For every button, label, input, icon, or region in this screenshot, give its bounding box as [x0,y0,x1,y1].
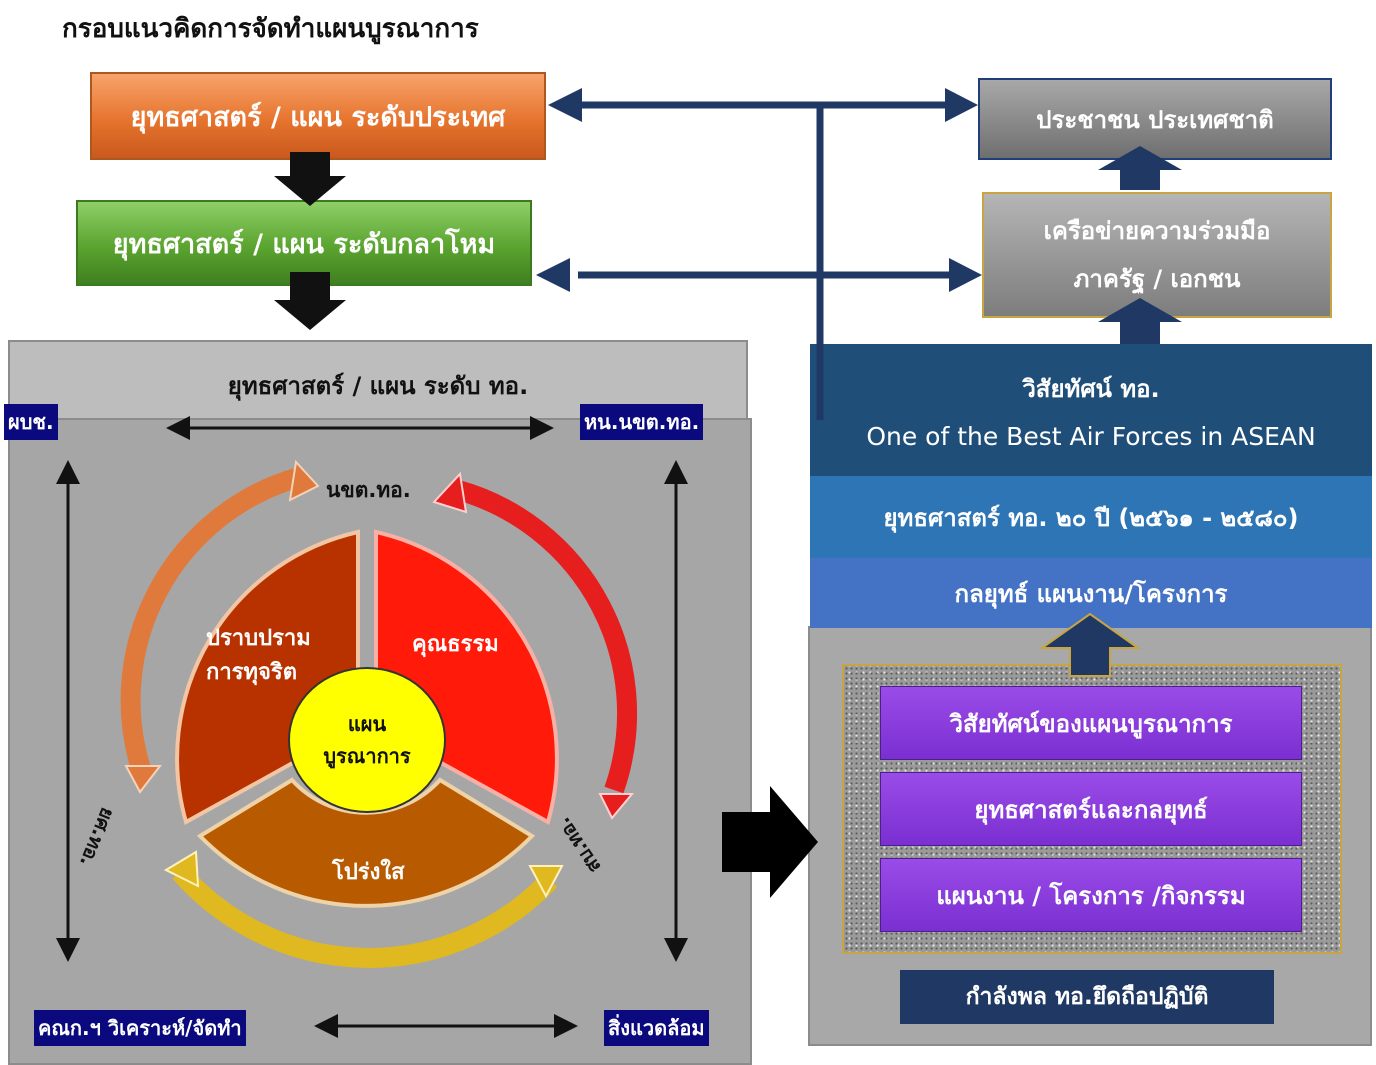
arrow-left-defense [536,258,570,292]
cycle-arrow-left [120,468,299,776]
down-arrow-2 [274,272,346,330]
cycle-arrow-right [455,480,638,794]
integration-strategy-box: ยุทธศาสตร์และกลยุทธ์ [880,772,1302,846]
down-arrow-1 [274,152,346,206]
vision-box: วิสัยทัศน์ ทอ. One of the Best Air Force… [810,344,1372,476]
cycle-top-label: นขต.ทอ. [326,478,411,502]
segment-bottom-transparency [196,777,536,908]
right-block-arrow [722,786,818,898]
center-label: แผน บูรณาการ [289,708,445,772]
integration-vision-box: วิสัยทัศน์ของแผนบูรณาการ [880,686,1302,760]
label-commander: ผบช. [4,404,58,440]
label-unit-heads: หน.นขต.ทอ. [580,404,704,440]
connector-lines [578,101,955,420]
segment-left-line-2: การทุจริต [206,660,297,685]
center-integration-ellipse [288,667,446,813]
segment-left-line-1: ปราบปราม [206,626,311,651]
up-arrow-integration [1038,612,1142,677]
label-environment: สิ่งแวดล้อม [604,1010,709,1046]
network-line-2: ภาครัฐ / เอกชน [1073,265,1241,293]
vision-statement: One of the Best Air Forces in ASEAN [866,422,1316,451]
label-committee: คณก.ฯ วิเคราะห์/จัดทำ [34,1010,246,1046]
integration-projects-box: แผนงาน / โครงการ /กิจกรรม [880,858,1302,932]
air-force-strategy-box: ยุทธศาสตร์ ทอ. ๒๐ ปี (๒๕๖๑ - ๒๕๘๐) [810,476,1372,558]
network-line-1: เครือข่ายความร่วมมือ [1043,217,1271,245]
center-line-1: แผน [347,712,387,736]
national-strategy-box: ยุทธศาสตร์ / แผน ระดับประเทศ [90,72,546,160]
left-panel-heading: ยุทธศาสตร์ / แผน ระดับ ทอ. [227,372,529,400]
segment-right-label: คุณธรรม [412,632,499,657]
segment-bottom-label: โปร่งใส [332,860,405,885]
up-arrow-people [1098,146,1182,190]
personnel-box: กำลังพล ทอ.ยึดถือปฏิบัติ [900,970,1274,1024]
segment-left-label: ปราบปราม การทุจริต [206,622,311,690]
cycle-arrow-bottom [172,865,558,968]
up-arrow-network [1098,298,1182,344]
vision-title: วิสัยทัศน์ ทอ. [1022,375,1160,403]
panel-arrows [56,416,688,1038]
page-title: กรอบแนวคิดการจัดทำแผนบูรณาการ [62,14,479,44]
center-line-2: บูรณาการ [323,744,411,768]
arrow-left-national [548,88,582,122]
arrow-right-network [949,258,982,292]
arrow-right-people [945,88,978,122]
